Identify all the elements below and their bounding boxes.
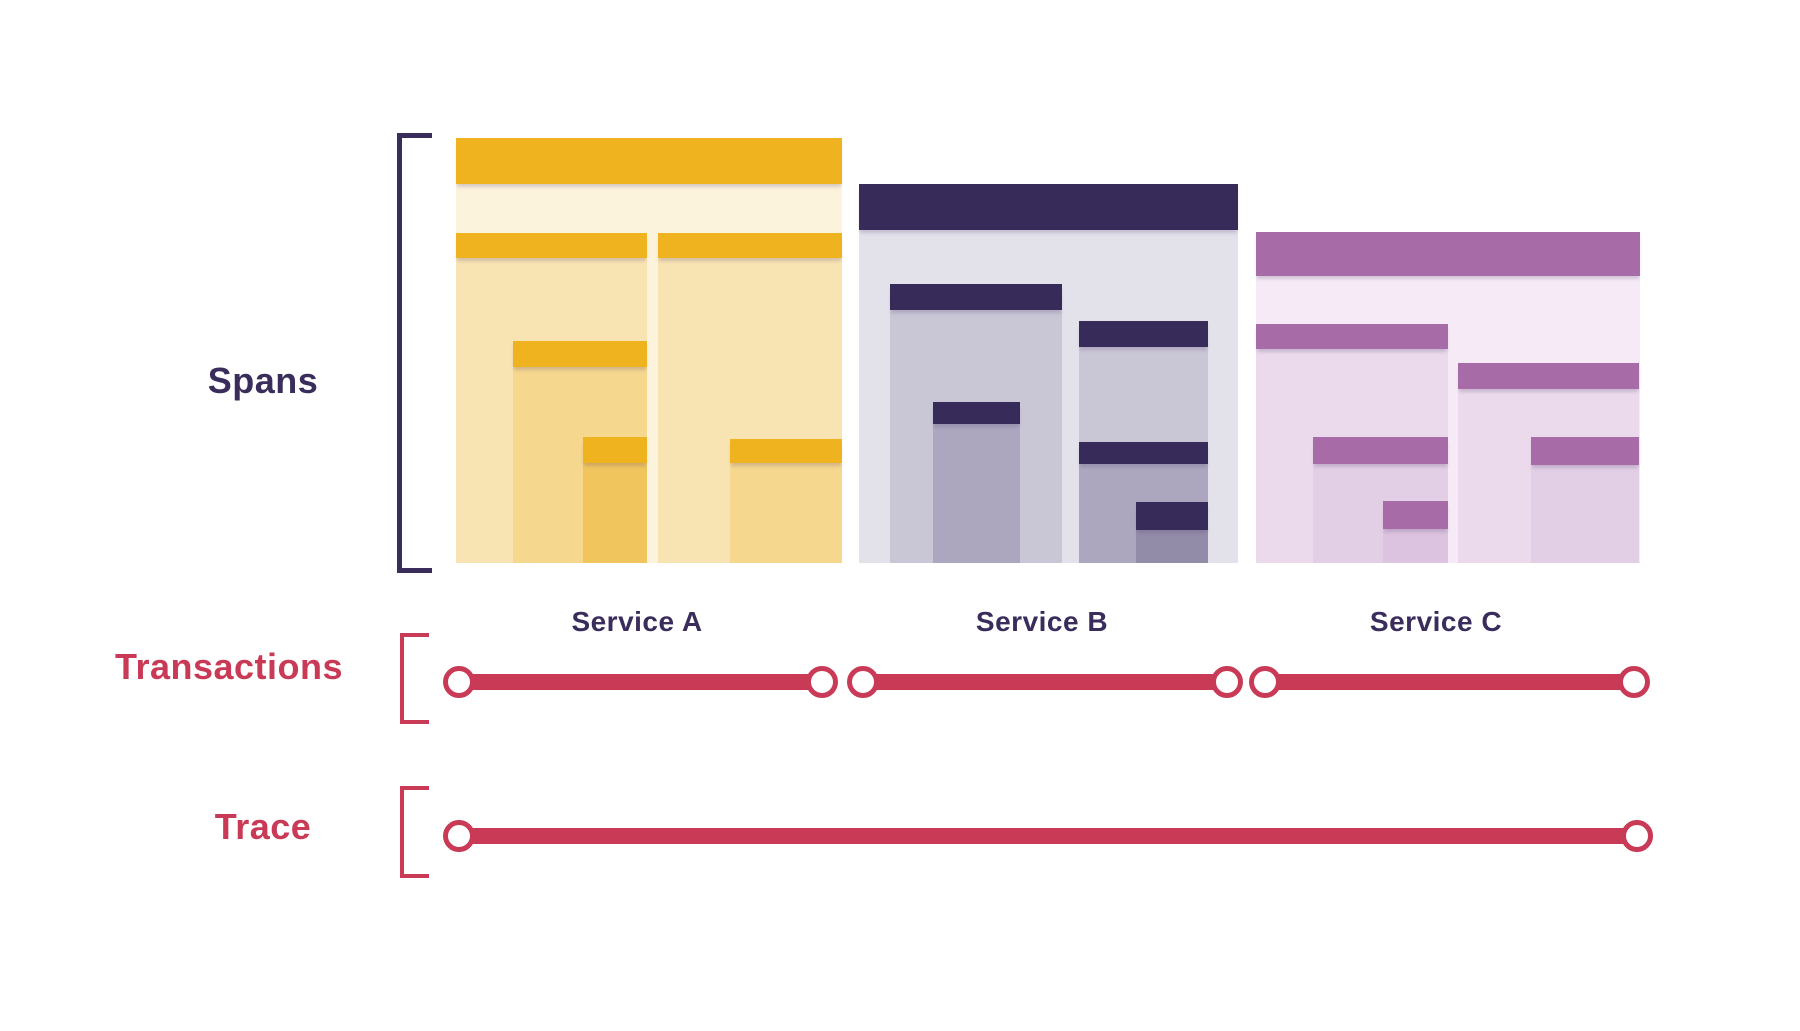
service-b-great-grandchild-span <box>1136 502 1208 563</box>
transaction-3-start-node <box>1249 666 1281 698</box>
service-c-grandchild-span-2-header <box>1531 437 1639 465</box>
service-a-grandchild-span-1-header <box>513 341 647 367</box>
transaction-2-line <box>863 674 1227 690</box>
service-b-label: Service B <box>975 606 1109 637</box>
trace-bracket <box>400 786 429 878</box>
trace-end-node <box>1621 820 1653 852</box>
service-c-grandchild-span-1-header <box>1313 437 1448 464</box>
spans-label: Spans <box>207 360 319 401</box>
transaction-3-end-node <box>1618 666 1650 698</box>
service-c-label: Service C <box>1369 606 1503 637</box>
transaction-2-end-node <box>1211 666 1243 698</box>
service-b-grandchild-span-1-header <box>933 402 1020 424</box>
service-c-child-span-1-header <box>1256 324 1448 349</box>
service-c-grandchild-span-2 <box>1531 437 1639 563</box>
service-b-grandchild-span-2-header <box>1079 442 1208 464</box>
service-a-great-grandchild-span <box>583 437 647 563</box>
service-b-great-grandchild-span-header <box>1136 502 1208 530</box>
trace-line <box>459 828 1637 844</box>
service-c-child-span-2-header <box>1458 363 1639 389</box>
transactions-bracket <box>400 633 429 724</box>
service-b-root-span-header <box>859 184 1238 230</box>
transaction-1-start-node <box>443 666 475 698</box>
service-a-label: Service A <box>571 606 703 637</box>
service-c-root-span-header <box>1256 232 1640 276</box>
trace-start-node <box>443 820 475 852</box>
service-a-grandchild-span-2-header <box>730 439 842 463</box>
service-a-child-span-2-header <box>658 233 842 258</box>
trace-label: Trace <box>214 806 312 847</box>
service-a-root-span-header <box>456 138 842 184</box>
service-b-child-span-1-header <box>890 284 1062 310</box>
service-a-great-grandchild-span-header <box>583 437 647 463</box>
transaction-3-line <box>1265 674 1634 690</box>
transaction-1-line <box>459 674 822 690</box>
service-c-great-grandchild-span <box>1383 501 1448 563</box>
service-a-grandchild-span-2 <box>730 439 842 563</box>
service-b-child-span-2-header <box>1079 321 1208 347</box>
service-a-child-span-1-header <box>456 233 647 258</box>
service-c-grandchild-span-1 <box>1313 437 1448 563</box>
transaction-1-end-node <box>806 666 838 698</box>
transactions-label: Transactions <box>114 646 344 687</box>
transaction-2-start-node <box>847 666 879 698</box>
spans-bracket <box>397 133 432 573</box>
service-b-grandchild-span-1 <box>933 402 1020 563</box>
service-c-great-grandchild-span-header <box>1383 501 1448 529</box>
